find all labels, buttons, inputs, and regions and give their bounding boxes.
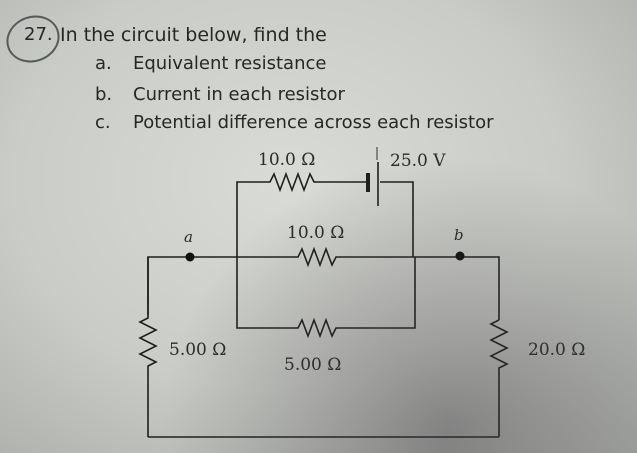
wire-middle bbox=[147, 246, 500, 320]
item-text: Equivalent resistance bbox=[133, 53, 327, 74]
wire-inner-bottom bbox=[236, 257, 416, 339]
resistor-left bbox=[138, 257, 158, 437]
question-item-a: a. Equivalent resistance bbox=[95, 53, 326, 74]
question-item-c: c. Potential difference across each resis… bbox=[95, 112, 494, 133]
label-battery: 25.0 V bbox=[390, 151, 446, 171]
item-text: Potential difference across each resisto… bbox=[133, 112, 494, 133]
wire-top-branch bbox=[236, 171, 366, 257]
label-node-a: a bbox=[184, 228, 193, 246]
item-label: b. bbox=[95, 84, 113, 105]
label-left-resistor: 5.00 Ω bbox=[169, 340, 226, 360]
item-text: Current in each resistor bbox=[133, 84, 345, 105]
item-label: c. bbox=[95, 112, 111, 133]
label-top-resistor: 10.0 Ω bbox=[258, 150, 315, 170]
node-b-dot bbox=[455, 251, 465, 261]
label-bottom-inner-resistor: 5.00 Ω bbox=[284, 355, 341, 375]
label-right-resistor: 20.0 Ω bbox=[528, 340, 585, 360]
problem-number: 27. bbox=[24, 24, 53, 45]
wire-battery-right bbox=[380, 181, 414, 257]
label-node-b: b bbox=[454, 226, 464, 244]
item-label: a. bbox=[95, 53, 112, 74]
label-middle-resistor: 10.0 Ω bbox=[287, 223, 344, 243]
node-a-dot bbox=[185, 252, 195, 262]
question-item-b: b. Current in each resistor bbox=[95, 84, 345, 105]
problem-prompt: In the circuit below, find the bbox=[60, 24, 327, 46]
resistor-right bbox=[489, 319, 509, 437]
